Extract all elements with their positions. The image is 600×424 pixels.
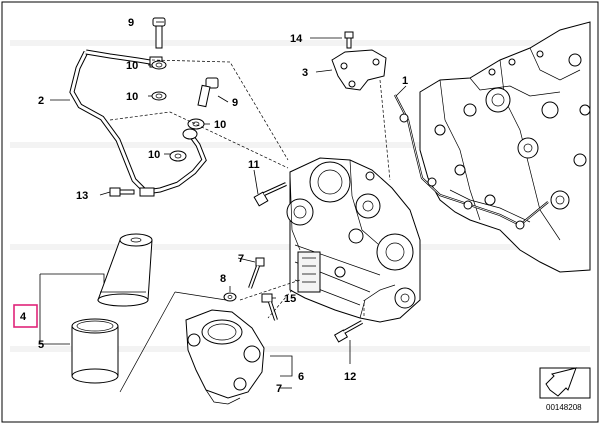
callout-9-top[interactable]: 9	[128, 17, 134, 29]
oil-line-drawing	[69, 49, 207, 197]
callout-10-lower[interactable]: 10	[148, 149, 160, 161]
callout-10-upper[interactable]: 10	[126, 60, 138, 72]
bolt-14-drawing	[344, 31, 354, 49]
selected-callout-4[interactable]: 4	[13, 304, 38, 328]
bracket-drawing	[331, 49, 387, 91]
callout-15[interactable]: 15	[284, 293, 296, 305]
callout-2[interactable]: 2	[38, 95, 44, 107]
arrow-icon	[545, 367, 577, 397]
diagram-code: 00148208	[546, 403, 582, 412]
callout-10-middle[interactable]: 10	[126, 91, 138, 103]
callout-6[interactable]: 6	[298, 371, 304, 383]
oil-filter-drawing	[97, 233, 153, 307]
carrier-drawing	[185, 309, 265, 405]
callouts: 9 10 10 2 9 10 10 13 11 14 3 1 7 8 15 5 …	[38, 17, 408, 395]
callout-3[interactable]: 3	[302, 67, 308, 79]
callout-8[interactable]: 8	[220, 273, 226, 285]
reference-lines	[109, 59, 391, 393]
callout-1[interactable]: 1	[402, 75, 408, 87]
leader-lines	[39, 21, 407, 389]
navigation-arrow-button[interactable]	[539, 367, 591, 399]
callout-10-right[interactable]: 10	[214, 119, 226, 131]
bolt-11-drawing	[253, 182, 287, 207]
fasteners-bottom-drawing	[223, 257, 363, 343]
callout-4[interactable]: 4	[20, 311, 27, 323]
callout-14[interactable]: 14	[290, 33, 303, 45]
selection-highlight-box	[13, 304, 38, 328]
engine-block-drawing	[419, 21, 591, 273]
callout-7-lower[interactable]: 7	[276, 383, 282, 395]
pump-housing-drawing	[286, 157, 421, 323]
callout-7-upper[interactable]: 7	[238, 253, 244, 265]
filter-sleeve-drawing	[71, 318, 119, 384]
callout-5[interactable]: 5	[38, 339, 44, 351]
callout-9-right[interactable]: 9	[232, 97, 238, 109]
callout-11[interactable]: 11	[248, 159, 260, 171]
callout-13[interactable]: 13	[76, 190, 88, 202]
fasteners-top-drawing	[109, 17, 219, 197]
gasket-drawing	[394, 94, 549, 230]
callout-12[interactable]: 12	[344, 371, 356, 383]
